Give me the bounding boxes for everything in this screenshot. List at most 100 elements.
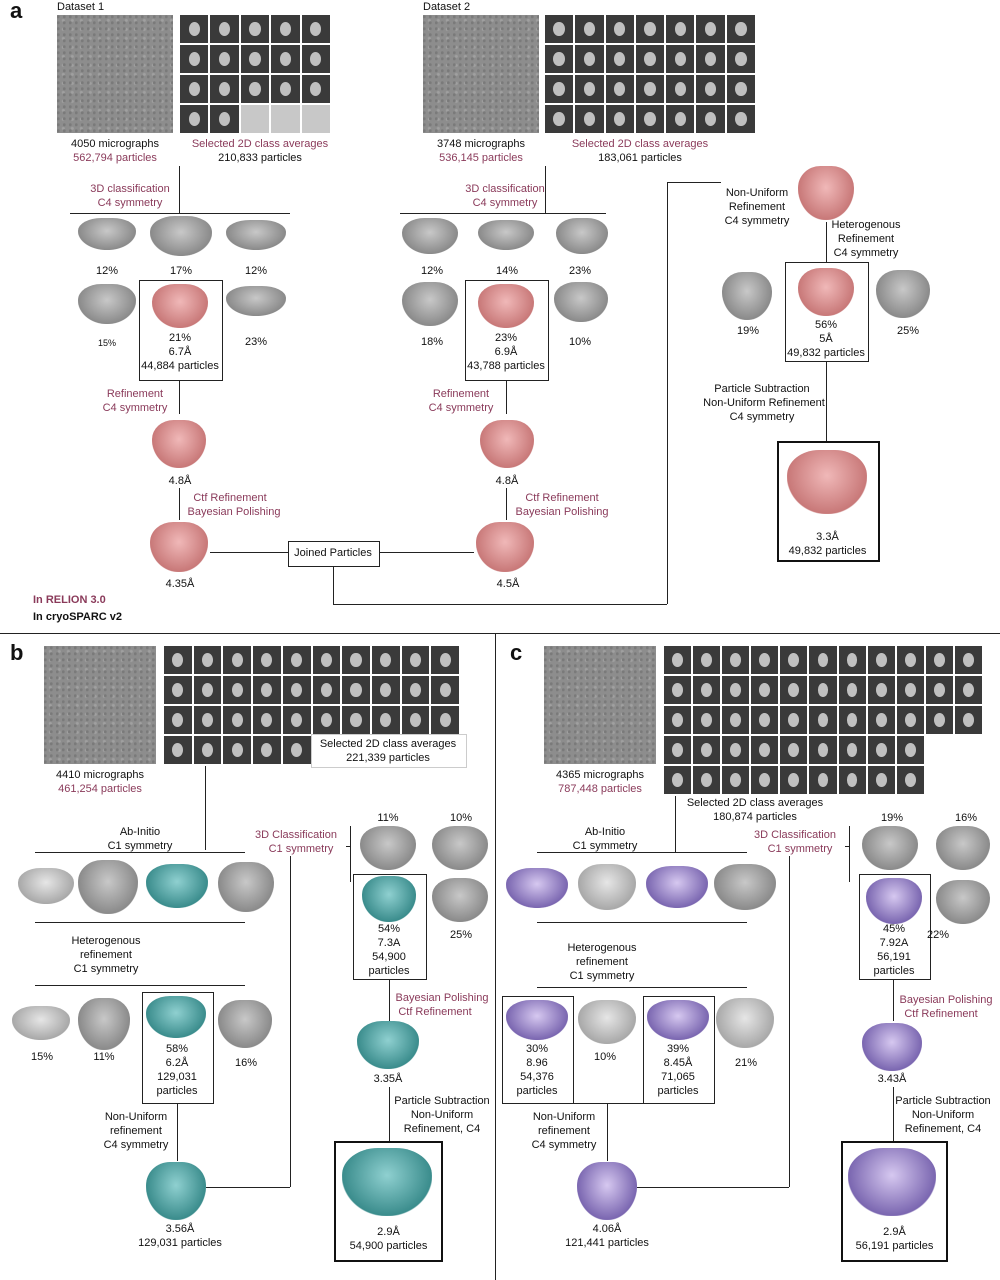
dataset1-micrograph — [57, 15, 173, 133]
b-3dclass-2: C1 symmetry — [256, 842, 346, 856]
c-nu-parts: 121,441 particles — [565, 1237, 649, 1249]
b-bp-2: Ctf Refinement — [398, 1006, 472, 1018]
d1-class-map-2 — [150, 216, 212, 256]
connector — [35, 985, 245, 986]
c-ab-map-1 — [506, 868, 568, 908]
connector — [506, 488, 507, 520]
d2-class-map-5 — [554, 282, 608, 322]
c-r2: 10% — [593, 1051, 617, 1063]
a-nu-1: Non-Uniform — [725, 187, 789, 199]
connector — [35, 852, 245, 853]
c-bp-map — [862, 1023, 922, 1071]
c-cb-res: 7.92A — [879, 937, 909, 949]
dataset1-selected-label: Selected 2D class averages — [191, 138, 329, 150]
c-het-best-a-box — [502, 996, 574, 1104]
panel-divider-vertical — [495, 633, 496, 1280]
b-selected-particles: 221,339 particles — [346, 752, 430, 764]
d2-res1: 4.8Å — [495, 475, 519, 487]
connector — [537, 852, 747, 853]
c-bp-res: 3.43Å — [877, 1073, 907, 1085]
b-het-map-1 — [12, 1006, 70, 1040]
b-3dclass-1: 3D Classification — [246, 828, 346, 842]
dataset2-particles: 536,145 particles — [439, 152, 523, 164]
dataset2-3d-class-sym: C4 symmetry — [472, 197, 538, 209]
b-het-best-box — [142, 992, 214, 1104]
c-b-parts: 71,065 — [661, 1071, 695, 1083]
connector — [389, 1087, 390, 1141]
d1-best-parts: 44,884 particles — [141, 360, 219, 372]
d1-bayesian: Bayesian Polishing — [187, 506, 281, 518]
dataset2-micrographs: 3748 micrographs — [436, 138, 526, 150]
b-bp-map — [357, 1021, 419, 1069]
c-ab-2: C1 symmetry — [572, 840, 638, 852]
d2-p3: 23% — [568, 265, 592, 277]
b-final-res: 2.9Å — [377, 1226, 400, 1238]
b-r4: 16% — [234, 1057, 258, 1069]
dataset1-3d-class-sym: C4 symmetry — [97, 197, 163, 209]
a-final-parts: 49,832 particles — [788, 545, 867, 557]
c-final-res: 2.9Å — [883, 1226, 906, 1238]
a-het-map-3 — [876, 270, 930, 318]
c-r4: 21% — [734, 1057, 758, 1069]
d2-p1: 12% — [420, 265, 444, 277]
c-a-parts: 54,376 — [520, 1071, 554, 1083]
a-h1: 19% — [736, 325, 760, 337]
b-nu-res: 3.56Å — [165, 1223, 195, 1235]
d2-refined-map — [480, 420, 534, 468]
a-ps-2: Non-Uniform Refinement — [702, 396, 826, 410]
connector — [290, 846, 291, 1187]
connector — [572, 1103, 644, 1104]
d1-res1: 4.8Å — [168, 475, 192, 487]
d2-best-parts: 43,788 particles — [467, 360, 545, 372]
d1-ctf: Ctf Refinement — [193, 492, 267, 504]
b-ps-2: Non-Uniform — [410, 1109, 474, 1121]
panel-label-c: c — [510, 640, 523, 665]
c-c1: 19% — [880, 812, 904, 824]
c-final-parts: 56,191 particles — [855, 1240, 934, 1252]
d1-polished-map — [150, 522, 208, 572]
connector — [35, 922, 245, 923]
dataset1-2d-classes — [180, 15, 330, 133]
c-ps-3: Refinement, C4 — [904, 1123, 982, 1135]
connector — [70, 213, 290, 214]
c-3dclass-best-map — [866, 878, 922, 924]
connector — [893, 1087, 894, 1141]
panel-label-a: a — [10, 0, 23, 23]
b-micrographs: 4410 micrographs — [55, 769, 145, 781]
c-selected-particles: 180,874 particles — [713, 811, 797, 823]
b-ps-3: Refinement, C4 — [403, 1123, 481, 1135]
a-final-map — [787, 450, 867, 514]
b-final-map — [342, 1148, 432, 1216]
d2-best-pct: 23% — [494, 332, 518, 344]
b-ab-1: Ab-Initio — [119, 826, 161, 838]
connector — [179, 488, 180, 520]
d2-p4: 18% — [420, 336, 444, 348]
c-nu-3: C4 symmetry — [531, 1139, 597, 1151]
c-b-res: 8.45Å — [663, 1057, 693, 1069]
d1-res2: 4.35Å — [165, 578, 195, 590]
connector — [675, 796, 676, 852]
d1-class-map-1 — [78, 218, 136, 250]
b-3dclass-best-box — [353, 874, 427, 980]
b-best-res: 6.2Å — [165, 1057, 189, 1069]
b-nu-parts: 129,031 particles — [138, 1237, 222, 1249]
d2-p5: 10% — [568, 336, 592, 348]
a-het-2: Refinement — [837, 233, 895, 245]
b-micrograph — [44, 646, 156, 764]
d2-class-map-4 — [402, 282, 458, 326]
dataset1-micrographs: 4050 micrographs — [70, 138, 160, 150]
b-nu-3: C4 symmetry — [103, 1139, 169, 1151]
connector — [789, 846, 790, 1187]
b-het-map-4 — [218, 1000, 272, 1048]
c-ps-1: Particle Subtraction — [895, 1095, 991, 1107]
c-3dclass-best-box — [859, 874, 931, 980]
a-het-3: C4 symmetry — [833, 247, 899, 259]
connector — [506, 380, 507, 414]
a-het-best-map — [798, 268, 854, 316]
c-ab-map-3 — [646, 866, 708, 908]
b-c1: 11% — [377, 812, 399, 824]
c-cb-lbl: particles — [873, 965, 915, 977]
c-het-map-4 — [716, 998, 774, 1048]
b-particles: 461,254 particles — [58, 783, 142, 795]
a-nu-2: Refinement — [728, 201, 786, 213]
